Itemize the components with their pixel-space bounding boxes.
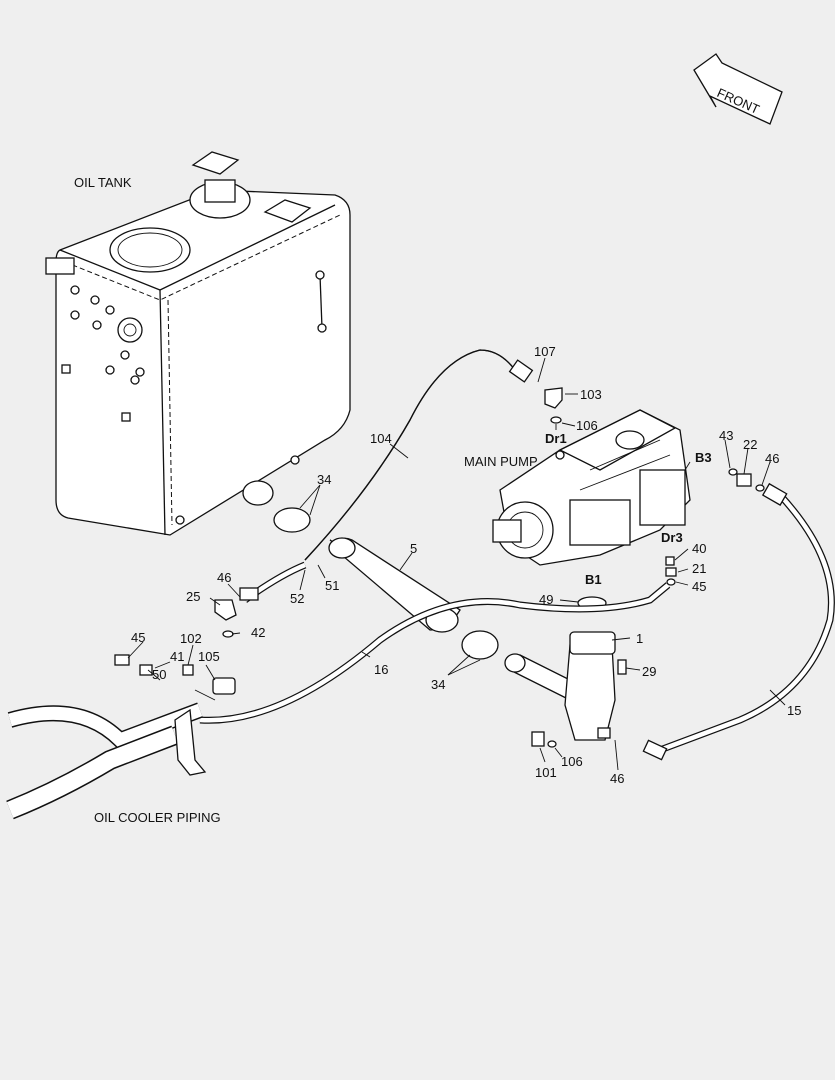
callout-21: 21 — [692, 561, 706, 576]
callout-25: 25 — [186, 589, 200, 604]
port-dr1: Dr1 — [545, 431, 567, 446]
oring-45a — [666, 578, 676, 586]
front-arrow: FRONT — [693, 53, 783, 125]
callout-52: 52 — [290, 591, 304, 606]
oring-42 — [222, 630, 234, 638]
suction-pipe-5 — [328, 537, 461, 633]
leader-lines — [127, 357, 786, 771]
port-dr3: Dr3 — [661, 530, 683, 545]
elbow-103 — [544, 387, 563, 409]
clamp-34a — [273, 507, 311, 533]
hose-15 — [658, 492, 835, 754]
callout-101: 101 — [535, 765, 557, 780]
oil-tank — [45, 151, 351, 536]
oring-106b — [547, 740, 557, 748]
callout-49: 49 — [539, 592, 553, 607]
callout-106-bottom: 106 — [561, 754, 583, 769]
callout-16: 16 — [374, 662, 388, 677]
callout-34-top: 34 — [317, 472, 331, 487]
callout-107: 107 — [534, 344, 556, 359]
block-105 — [212, 677, 236, 695]
callout-104: 104 — [370, 431, 392, 446]
callout-46-b3: 46 — [765, 451, 779, 466]
bolt-29 — [617, 659, 627, 675]
elbow-25 — [214, 599, 237, 621]
main-pump — [492, 409, 691, 566]
callout-29: 29 — [642, 664, 656, 679]
callout-106: 106 — [576, 418, 598, 433]
fitting-15-bottom — [642, 739, 668, 761]
port-b1: B1 — [585, 572, 602, 587]
callout-34-bottom: 34 — [431, 677, 445, 692]
fitting-22 — [736, 473, 752, 487]
callout-51: 51 — [325, 578, 339, 593]
callout-50: 50 — [152, 667, 166, 682]
callout-45-dr3: 45 — [692, 579, 706, 594]
oring-106 — [550, 416, 562, 424]
callout-102: 102 — [180, 631, 202, 646]
plug-101 — [531, 731, 545, 747]
fitting-45b — [114, 654, 130, 666]
oring-43 — [728, 468, 738, 476]
fitting-46c — [597, 727, 611, 739]
fitting-102 — [182, 664, 194, 676]
oil-cooler-piping-label: OIL COOLER PIPING — [94, 810, 221, 825]
clamp-34b — [461, 630, 499, 660]
oil-cooler-piping — [6, 689, 216, 820]
fitting-107 — [508, 359, 534, 383]
fitting-15-top — [761, 482, 788, 506]
port-b3: B3 — [695, 450, 712, 465]
pump-inlet-pipe — [504, 596, 616, 741]
callout-41: 41 — [170, 649, 184, 664]
callout-105: 105 — [198, 649, 220, 664]
callout-22: 22 — [743, 437, 757, 452]
callout-40: 40 — [692, 541, 706, 556]
fitting-40 — [665, 556, 675, 566]
callout-103: 103 — [580, 387, 602, 402]
main-pump-label: MAIN PUMP — [464, 454, 538, 469]
fitting-46b — [239, 587, 259, 601]
callout-46-bottom: 46 — [610, 771, 624, 786]
fitting-21 — [665, 567, 677, 577]
callout-45-left: 45 — [131, 630, 145, 645]
callout-5: 5 — [410, 541, 417, 556]
callout-15: 15 — [787, 703, 801, 718]
callout-43: 43 — [719, 428, 733, 443]
callout-46-left: 46 — [217, 570, 231, 585]
callout-1: 1 — [636, 631, 643, 646]
callout-42: 42 — [251, 625, 265, 640]
oring-46a — [755, 484, 765, 492]
fitting-50 — [139, 664, 153, 676]
oil-tank-label: OIL TANK — [74, 175, 132, 190]
